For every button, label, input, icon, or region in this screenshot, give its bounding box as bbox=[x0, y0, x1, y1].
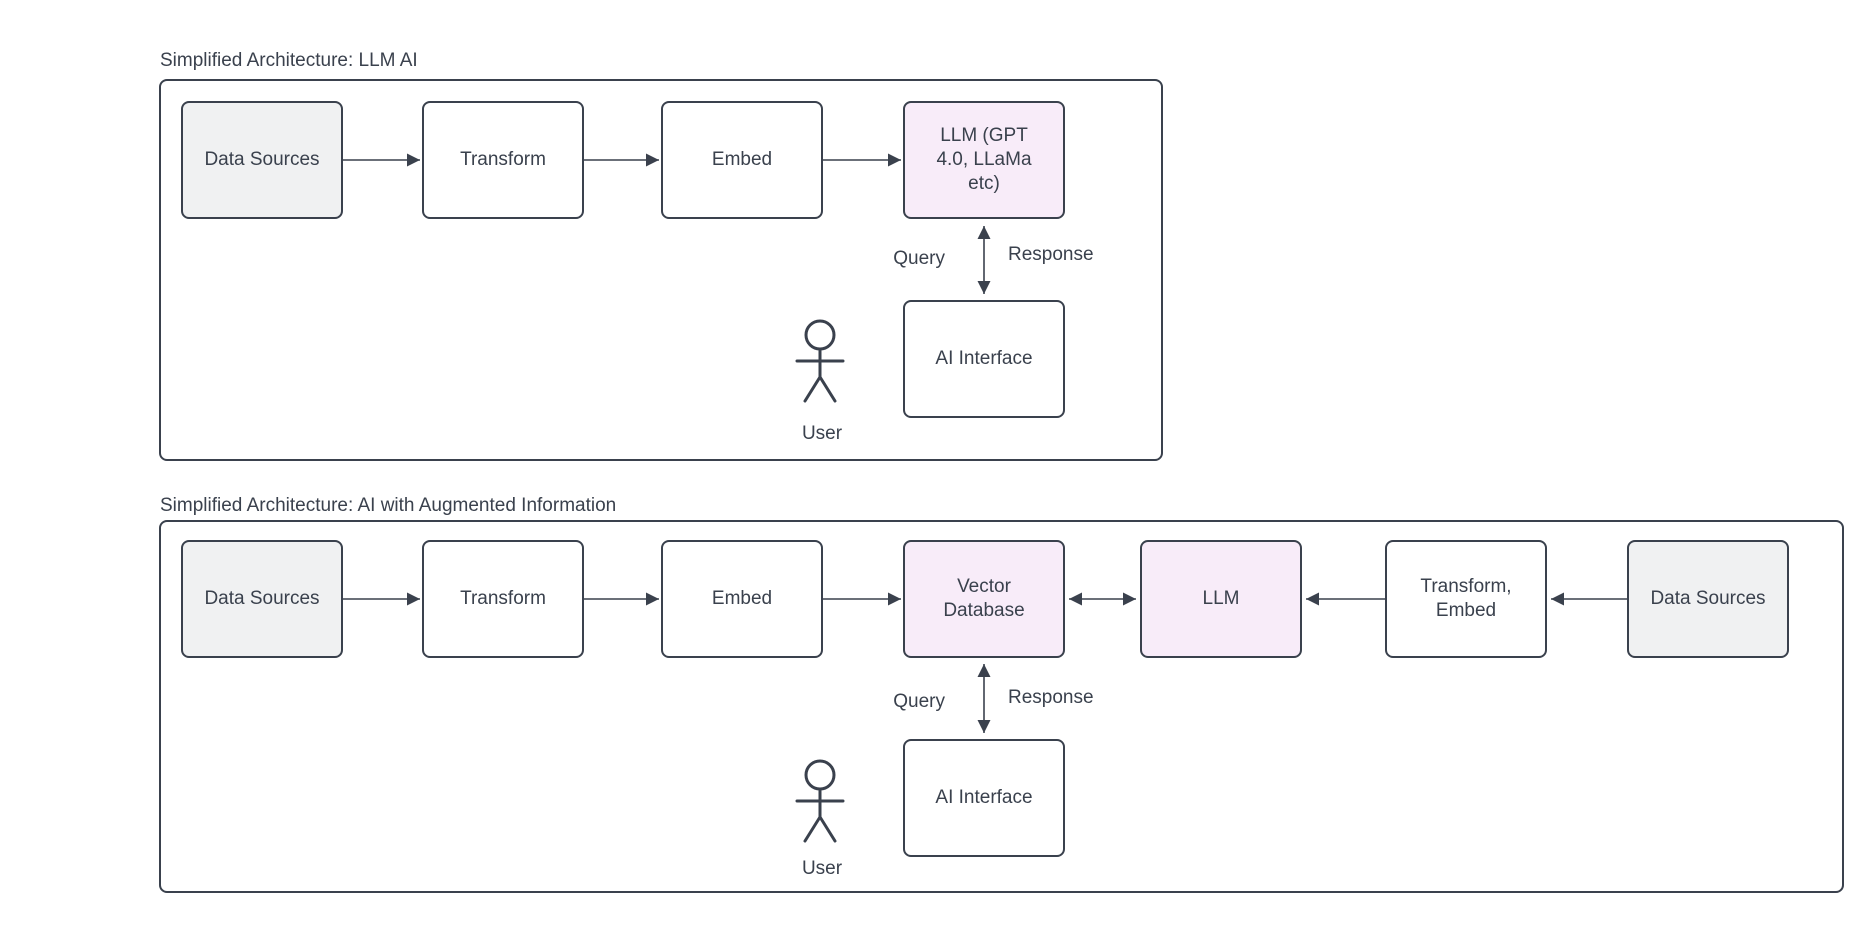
diagram1-node-embed: Embed bbox=[661, 101, 823, 219]
diagram1-query-label: Query bbox=[893, 248, 945, 269]
diagram2-query-label: Query bbox=[893, 691, 945, 712]
diagram2-node-ai-interface: AI Interface bbox=[903, 739, 1065, 857]
diagram1-response-label: Response bbox=[1008, 244, 1094, 265]
diagram1-frame bbox=[159, 79, 1163, 461]
diagram2-frame bbox=[159, 520, 1844, 893]
diagram2-node-data-sources-right: Data Sources bbox=[1627, 540, 1789, 658]
diagram2-response-label: Response bbox=[1008, 687, 1094, 708]
diagram2-title: Simplified Architecture: AI with Augment… bbox=[160, 495, 617, 516]
diagram1-node-ai-interface: AI Interface bbox=[903, 300, 1065, 418]
diagram2-node-llm: LLM bbox=[1140, 540, 1302, 658]
diagram1-title: Simplified Architecture: LLM AI bbox=[160, 50, 418, 71]
diagram1-node-data-sources: Data Sources bbox=[181, 101, 343, 219]
diagram2-user-label: User bbox=[801, 858, 843, 879]
diagram2-node-vector-database: Vector Database bbox=[903, 540, 1065, 658]
diagram1-user-label: User bbox=[801, 423, 843, 444]
diagram2-node-transform-embed: Transform, Embed bbox=[1385, 540, 1547, 658]
diagram1-node-transform: Transform bbox=[422, 101, 584, 219]
diagram2-node-data-sources-left: Data Sources bbox=[181, 540, 343, 658]
diagram2-node-embed: Embed bbox=[661, 540, 823, 658]
diagram1-node-llm: LLM (GPT 4.0, LLaMa etc) bbox=[903, 101, 1065, 219]
diagram2-node-transform: Transform bbox=[422, 540, 584, 658]
